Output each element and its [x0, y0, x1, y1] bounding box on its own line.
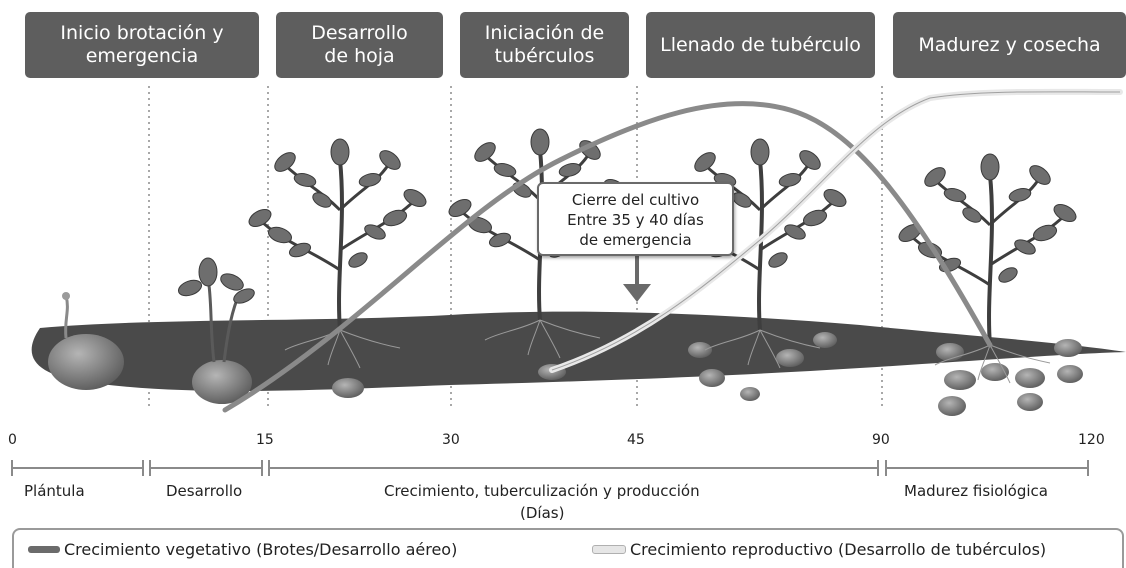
phase-plantula: Plántula	[24, 482, 85, 500]
seed-sprout	[62, 292, 70, 339]
stage-box-brotacion: Inicio brotación y emergencia	[25, 12, 259, 78]
stage-label-line1: Desarrollo	[311, 22, 408, 44]
legend-frame	[12, 528, 1124, 568]
callout-line1: Cierre del cultivo	[571, 191, 700, 209]
reproductive-swatch	[592, 545, 626, 554]
tick-label: 45	[627, 432, 645, 448]
young-plant	[177, 257, 255, 363]
legend-vegetative: Crecimiento vegetativo (Brotes/Desarroll…	[28, 540, 457, 559]
vegetative-swatch	[28, 546, 60, 553]
stage-label-line1: Iniciación de	[484, 22, 605, 44]
phase-crecimiento: Crecimiento, tuberculización y producció…	[384, 482, 700, 500]
legend-reproductive-label: Crecimiento reproductivo (Desarrollo de …	[630, 540, 1047, 559]
phase-madurez: Madurez fisiológica	[904, 482, 1048, 500]
tick-label: 15	[256, 432, 274, 448]
legend-reproductive: Crecimiento reproductivo (Desarrollo de …	[592, 540, 1046, 559]
stage-label-line2: emergencia	[85, 45, 199, 67]
stage-box-iniciacion: Iniciación de tubérculos	[460, 12, 629, 78]
tick-label: 90	[872, 432, 890, 448]
crop-closure-callout: Cierre del cultivo Entre 35 y 40 días de…	[537, 182, 734, 256]
vegetative-curve	[222, 101, 993, 413]
stage-box-madurez: Madurez y cosecha	[893, 12, 1126, 78]
stage-box-desarrollo-hoja: Desarrollo de hoja	[276, 12, 443, 78]
callout-line2: Entre 35 y 40 días	[567, 211, 704, 229]
tubers	[48, 332, 1083, 416]
stage-label-line1: Inicio brotación y	[60, 22, 224, 44]
phase-desarrollo: Desarrollo	[166, 482, 243, 500]
phase-unit: (Días)	[520, 504, 565, 522]
stage-box-llenado: Llenado de tubérculo	[646, 12, 875, 78]
tick-label: 30	[442, 432, 460, 448]
legend-vegetative-label: Crecimiento vegetativo (Brotes/Desarroll…	[64, 540, 458, 559]
tick-label: 120	[1078, 432, 1105, 448]
stage-label-line1: Llenado de tubérculo	[660, 33, 861, 56]
soil-band	[31, 311, 1126, 392]
stage-label-line2: de hoja	[324, 45, 395, 67]
callout-arrow	[623, 256, 651, 302]
stage-label-line1: Madurez y cosecha	[918, 33, 1101, 56]
callout-line3: de emergencia	[579, 231, 692, 249]
tick-label: 0	[8, 432, 17, 448]
timeline-axis	[11, 460, 1089, 476]
stage-label-line2: tubérculos	[494, 45, 595, 67]
